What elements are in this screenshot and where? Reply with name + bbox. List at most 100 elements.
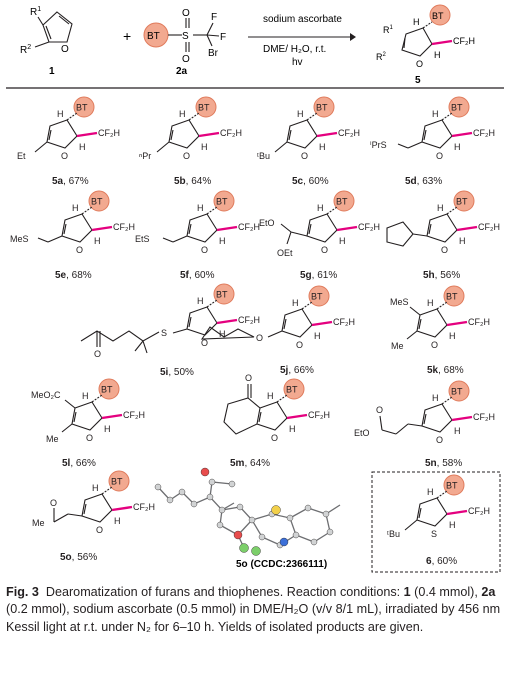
compound-label: 5n, 58% [425,458,462,469]
h-top: H [267,391,274,401]
cf2h-label: CF₂H [113,222,135,232]
bt-circle [195,96,217,118]
h-bottom: H [114,516,121,526]
bt-circle [453,190,475,212]
substituent-2: OEt [277,248,293,258]
h-bottom: H [454,142,461,152]
ring-heteroatom: O [86,433,93,443]
substituent: EtS [135,234,150,244]
ring-heteroatom: O [61,151,68,161]
compound-label: 5b, 64% [174,176,211,187]
product-5-r1: R [383,25,390,35]
carbonyl-o: O [50,498,57,508]
ring-heteroatom: O [183,151,190,161]
ring-heteroatom: O [76,245,83,255]
ring-heteroatom: O [441,245,448,255]
h-top: H [197,296,204,306]
r1-sup: 1 [37,6,41,13]
cf2h-label: CF₂H [238,222,260,232]
compound-label: 5h, 56% [423,270,460,281]
product-5-cf2h: CF₂H [453,36,475,46]
bt-label: BT [451,387,463,397]
h-bottom: H [454,426,461,436]
h-top: H [197,203,204,213]
bt-circle [73,96,95,118]
ketone-o: O [245,373,252,383]
compound-label: 6, 60% [426,556,457,567]
bt-circle [333,190,355,212]
ring-heteroatom: O [321,245,328,255]
ring-heteroatom: O [96,525,103,535]
h-bottom: H [219,236,226,246]
bt-label: BT [216,290,228,300]
compound-label: 5g, 61% [300,270,337,281]
bt-circle [108,470,130,492]
cf2h-label: CF₂H [98,128,120,138]
compound-label: 5a, 67% [52,176,89,187]
h-top: H [179,109,186,119]
compound-label: 5l, 66% [62,458,96,469]
bt-label: BT [286,385,298,395]
substituent-2: Me [46,434,59,444]
cf2h-label: CF₂H [473,412,495,422]
h-top: H [317,203,324,213]
conditions-line-1: DME/ H₂O, r.t. [263,44,326,55]
h-top: H [432,393,439,403]
h-top: H [92,483,99,493]
caption-ref-2a: 2a [481,585,496,599]
reagent-above-arrow: sodium ascorbate [263,14,342,25]
h-top: H [82,391,89,401]
ether-o: O [256,333,263,343]
bt-label: BT [101,385,113,395]
bt-label: BT [451,103,463,113]
bt-circle [448,380,470,402]
cf2h-label: CF₂H [473,128,495,138]
substituent: Me [32,518,45,528]
h-bottom: H [289,424,296,434]
bromine: Br [208,48,219,59]
bt-label: BT [216,197,228,207]
bt-label: BT [198,103,210,113]
h-top: H [297,109,304,119]
compound-label: 5m, 64% [230,458,270,469]
substituent: EtO [259,218,275,228]
ring-heteroatom: O [201,245,208,255]
caption-ref-1: 1 [403,585,411,599]
fluorine-1: F [211,12,217,23]
figure-number: Fig. 3 [6,585,39,599]
bt-label: BT [111,477,123,487]
bt-circle [213,190,235,212]
h-top: H [432,109,439,119]
product-5-oxygen: O [416,59,423,69]
thioether-s: S [161,328,167,338]
cf2h-label: CF₂H [478,222,500,232]
sulfur-atom: S [182,31,189,42]
cf2h-label: CF₂H [133,502,155,512]
h-top: H [57,109,64,119]
bt-circle [88,190,110,212]
bt-circle [448,96,470,118]
product-5-label: 5 [415,75,421,86]
reaction-arrow: sodium ascorbate DME/ H₂O, r.t. hv [248,14,356,68]
cf2h-label: CF₂H [468,506,490,516]
bt-label: BT [456,197,468,207]
bt-circle [443,474,465,496]
ring-heteroatom: O [431,340,438,350]
r2-label: R [20,45,27,56]
ring-heteroatom: O [301,151,308,161]
substituent: ᵗBu [387,529,400,539]
substituent: ᵗBu [257,151,270,161]
svg-text:R1: R1 [30,6,41,18]
bt-label: BT [76,103,88,113]
product-5-r2: R [376,52,383,62]
bt-circle [283,378,305,400]
figure-title: Dearomatization of furans and thiophenes… [45,585,284,599]
